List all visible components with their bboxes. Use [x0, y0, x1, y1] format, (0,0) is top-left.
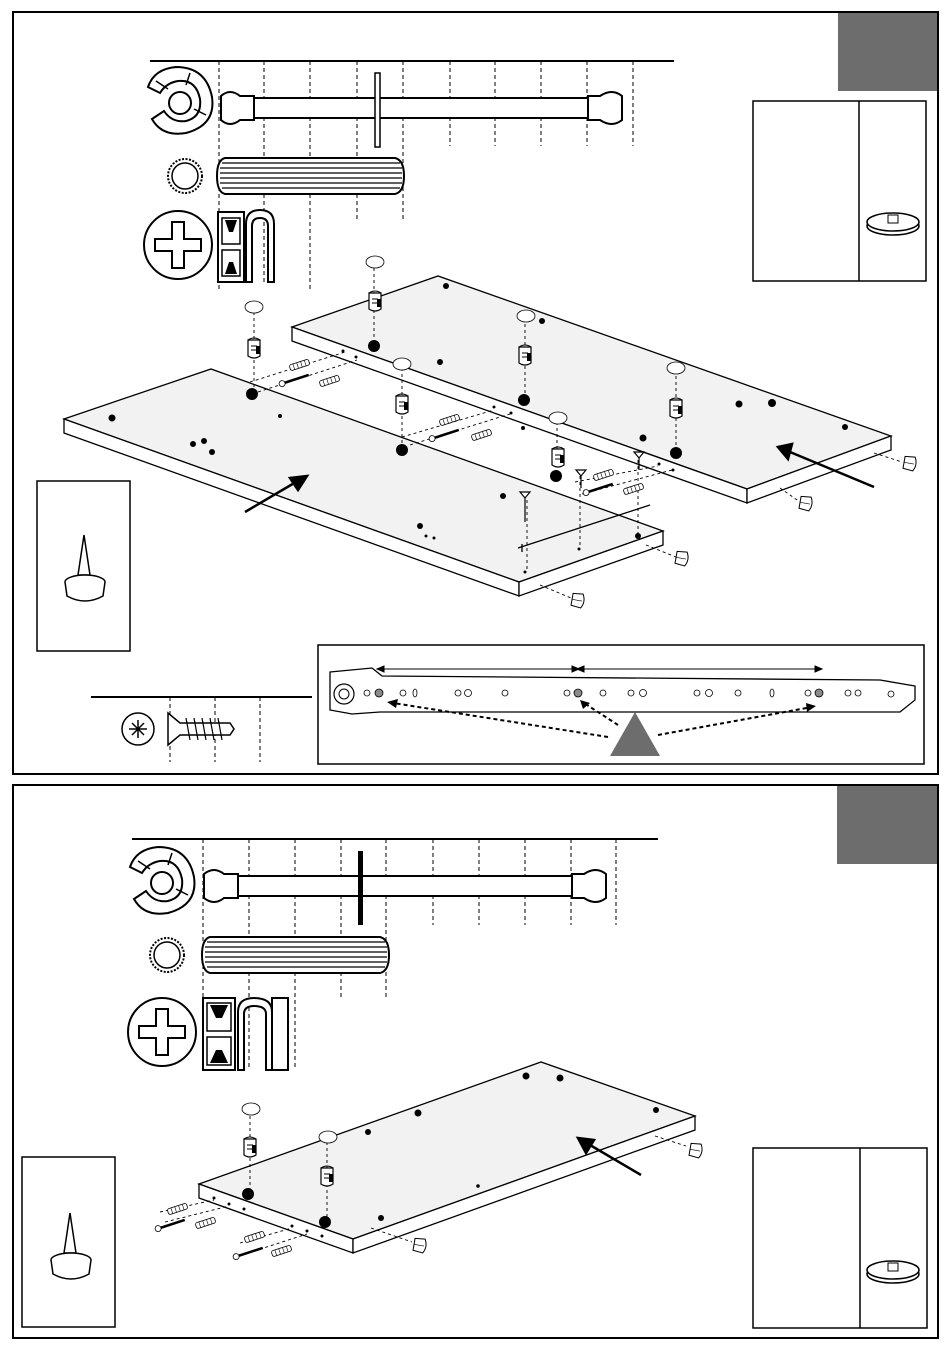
step-1-panel: [13, 12, 938, 774]
clip-icon: [203, 998, 288, 1070]
cam-bolt-icon: [221, 73, 622, 147]
board-single: [199, 1062, 695, 1253]
screw-head-icon: [128, 998, 196, 1066]
cam-bolt-icon: [204, 851, 606, 925]
step-2-panel: [13, 785, 938, 1338]
felt-pad-icon: [867, 1261, 919, 1283]
wooden-dowel-icon: [168, 158, 404, 194]
clip-icon: [218, 210, 274, 282]
screw-legend: [91, 697, 312, 762]
step-number-tab: [838, 13, 937, 91]
step-number-tab: [837, 786, 937, 864]
screw-head-icon: [144, 211, 212, 279]
nail-box: [37, 481, 130, 651]
cam-lock-icon: [130, 847, 194, 914]
screw-head-small-icon: [122, 713, 154, 745]
nail-box: [22, 1157, 115, 1327]
cam-lock-icon: [148, 67, 212, 134]
felt-pad-box: [753, 1148, 927, 1328]
felt-pad-icon: [867, 213, 919, 235]
wooden-dowel-icon: [150, 937, 389, 973]
felt-pad-box: [753, 101, 926, 281]
drawer-runner-box: [318, 645, 924, 764]
